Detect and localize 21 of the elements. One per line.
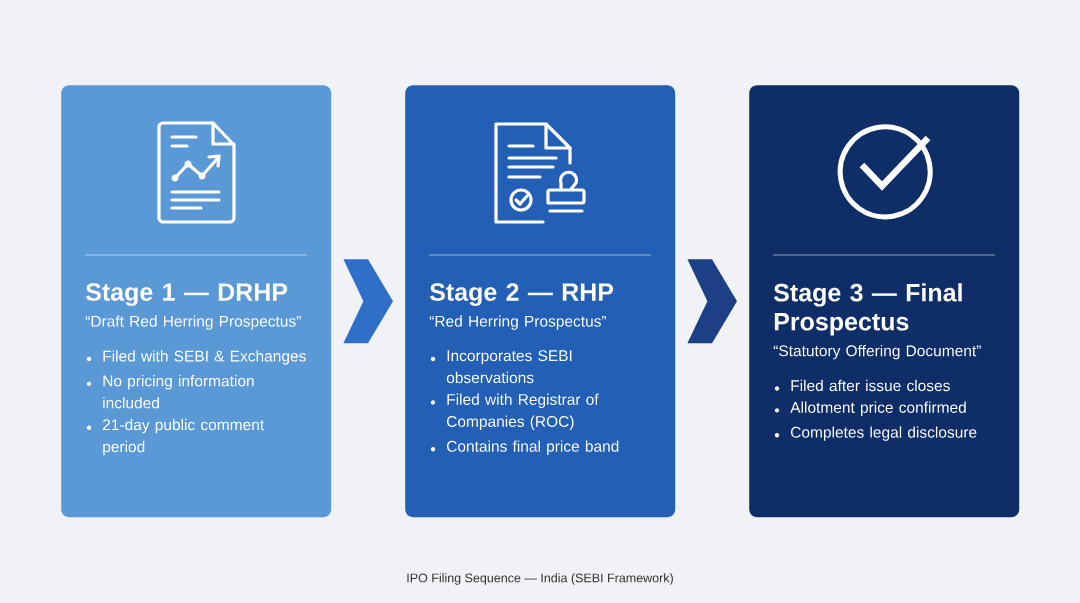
chevron-arrow (687, 259, 737, 344)
bullet-item: No pricing information included (86, 375, 254, 409)
caption: IPO Filing Sequence — India (SEBI Framework) (407, 573, 673, 585)
stage-title: Stage 3 — Final Prospectus (773, 283, 962, 336)
bullet-item: Filed with SEBI & Exchanges (86, 350, 306, 365)
bullet-item: Allotment price confirmed (774, 401, 966, 416)
chevron-arrow (343, 259, 393, 344)
stage-card (61, 85, 332, 518)
stage-title: Stage 2 — RHP (429, 283, 614, 306)
stage-title: Stage 1 — DRHP (85, 283, 288, 306)
stage-subtitle: “Red Herring Prospectus” (429, 315, 607, 330)
bullet-item: Filed after issue closes (774, 379, 950, 392)
stage-card (749, 85, 1020, 518)
bullet-item: Incorporates SEBI observations (430, 350, 572, 384)
bullet-item: Contains final price band (430, 440, 619, 455)
bullet-item: Filed with Registrar of Companies (ROC) (430, 393, 599, 431)
stage-card (405, 85, 676, 518)
bullet-item: Completes legal disclosure (774, 426, 977, 441)
bullet-item: 21-day public comment period (86, 418, 264, 456)
stage-subtitle: “Draft Red Herring Prospectus” (85, 315, 301, 330)
stage-subtitle: “Statutory Offering Document” (773, 344, 981, 360)
